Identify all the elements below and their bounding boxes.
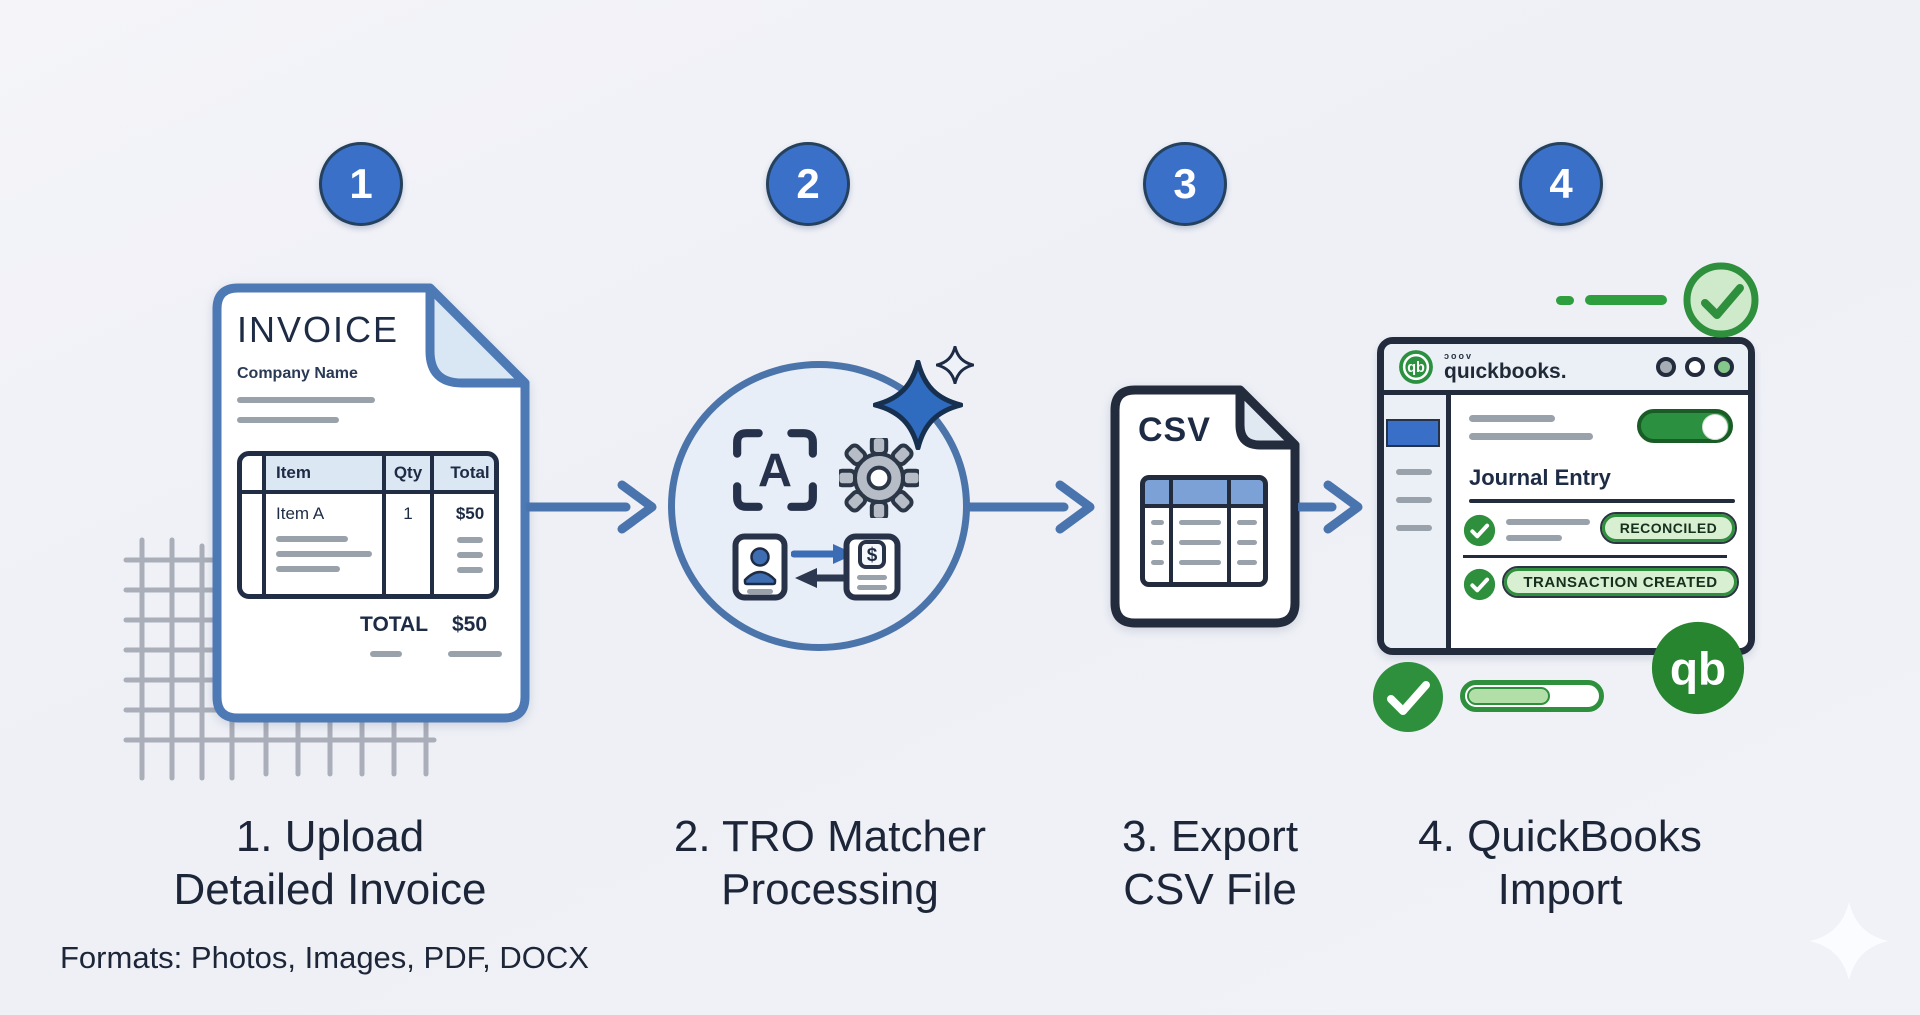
flow-arrow-icon bbox=[526, 480, 657, 534]
quickbooks-logo-icon: qb bbox=[1399, 350, 1433, 384]
document-fold bbox=[425, 283, 530, 388]
item-name: Item A bbox=[276, 504, 325, 523]
quickbooks-brand-small: ɔoov bbox=[1444, 350, 1474, 361]
step-label-line: 2. TRO Matcher bbox=[673, 812, 987, 861]
text-line-placeholder bbox=[237, 417, 339, 423]
step-number: 1 bbox=[349, 160, 373, 207]
transaction-created-badge: TRANSACTION CREATED bbox=[1502, 566, 1739, 598]
quickbooks-monogram: qb bbox=[1407, 360, 1425, 376]
invoice-table: Item Qty Total Item A 1 $50 bbox=[237, 451, 499, 599]
check-circle-icon bbox=[1463, 568, 1496, 601]
sparkle-icon bbox=[873, 360, 963, 450]
quickbooks-monogram: qb bbox=[1670, 642, 1726, 694]
text-line-placeholder bbox=[237, 397, 375, 403]
formats-note: Formats: Photos, Images, PDF, DOCX bbox=[60, 940, 589, 975]
quickbooks-window-header: qb ɔoov quıckbooks. bbox=[1384, 344, 1748, 395]
step-label-line: CSV File bbox=[1123, 865, 1297, 914]
sparkle-small-icon bbox=[936, 346, 974, 384]
green-dash bbox=[1585, 295, 1667, 305]
step-label-line: Import bbox=[1497, 865, 1623, 914]
step-label-4: 4. QuickBooks Import bbox=[1360, 810, 1760, 916]
step-label-line: Detailed Invoice bbox=[173, 865, 487, 914]
step-label-line: 4. QuickBooks bbox=[1418, 812, 1702, 861]
step-badge-2: 2 bbox=[766, 142, 850, 226]
column-header-total: Total bbox=[434, 456, 494, 490]
check-circle-icon bbox=[1463, 514, 1496, 547]
invoice-company-label: Company Name bbox=[237, 365, 358, 382]
green-dash bbox=[1556, 296, 1574, 305]
flow-arrow-icon bbox=[1298, 480, 1363, 534]
document-fold bbox=[1235, 385, 1300, 450]
check-circle-icon bbox=[1683, 262, 1759, 338]
gear-icon bbox=[839, 438, 919, 518]
quickbooks-main-panel: Journal Entry RECONCILED TRANSACTION CRE… bbox=[1451, 395, 1748, 648]
csv-title: CSV bbox=[1138, 411, 1211, 449]
invoice-total-value: $50 bbox=[452, 613, 488, 636]
text-line-placeholder bbox=[370, 651, 402, 657]
divider bbox=[1463, 555, 1727, 558]
step-number: 2 bbox=[796, 160, 820, 207]
table-cell-qty: 1 bbox=[386, 494, 430, 594]
quickbooks-sidebar bbox=[1384, 395, 1451, 648]
step-label-line: Processing bbox=[721, 865, 939, 914]
progress-fill bbox=[1467, 687, 1551, 705]
table-cell-total: $50 bbox=[434, 494, 494, 594]
diamond-sparkle-icon bbox=[1809, 901, 1889, 981]
dollar-sign: $ bbox=[867, 545, 878, 566]
progress-pill bbox=[1460, 680, 1604, 712]
flow-arrow-icon bbox=[966, 480, 1095, 534]
column-header-qty: Qty bbox=[386, 456, 430, 490]
invoice-title: INVOICE bbox=[237, 309, 400, 350]
window-dot-icon bbox=[1656, 357, 1676, 377]
quickbooks-window: qb ɔoov quıckbooks. Journal Entry bbox=[1377, 337, 1755, 655]
step-number: 4 bbox=[1549, 160, 1573, 207]
step-label-line: 3. Export bbox=[1121, 812, 1299, 861]
toggle-on bbox=[1637, 409, 1733, 443]
step-label-2: 2. TRO Matcher Processing bbox=[610, 810, 1050, 916]
window-controls bbox=[1656, 357, 1734, 377]
qb-logo-badge: qb bbox=[1651, 621, 1745, 715]
window-dot-icon bbox=[1714, 357, 1734, 377]
csv-table-icon bbox=[1140, 475, 1268, 587]
column-header-item: Item bbox=[266, 456, 382, 490]
csv-document: CSV bbox=[1110, 385, 1300, 628]
table-corner-cell bbox=[242, 456, 262, 490]
dollar-card-icon: $ bbox=[843, 533, 901, 601]
ocr-frame-icon: A bbox=[733, 429, 817, 511]
sidebar-selected-item bbox=[1386, 419, 1440, 447]
table-gutter-cell bbox=[242, 494, 262, 594]
step-badge-3: 3 bbox=[1143, 142, 1227, 226]
window-dot-icon bbox=[1685, 357, 1705, 377]
reconciled-badge: RECONCILED bbox=[1600, 512, 1737, 544]
person-card-icon bbox=[732, 533, 788, 601]
quickbooks-brand: quıckbooks. bbox=[1444, 359, 1567, 383]
text-line-placeholder bbox=[448, 651, 502, 657]
item-total: $50 bbox=[455, 504, 485, 523]
step-badge-4: 4 bbox=[1519, 142, 1603, 226]
step-number: 3 bbox=[1173, 160, 1197, 207]
invoice-total-label: TOTAL bbox=[360, 613, 429, 636]
check-circle-icon bbox=[1373, 662, 1443, 732]
step-label-1: 1. Upload Detailed Invoice bbox=[130, 810, 530, 916]
divider bbox=[1469, 499, 1735, 503]
table-cell-item: Item A bbox=[266, 494, 382, 594]
step-badge-1: 1 bbox=[319, 142, 403, 226]
journal-entry-label: Journal Entry bbox=[1469, 465, 1611, 490]
invoice-document: INVOICE Company Name Item Qty Total Item… bbox=[212, 283, 530, 723]
step-label-line: 1. Upload bbox=[235, 812, 425, 861]
ocr-letter: A bbox=[758, 443, 792, 496]
step-label-3: 3. Export CSV File bbox=[1010, 810, 1410, 916]
